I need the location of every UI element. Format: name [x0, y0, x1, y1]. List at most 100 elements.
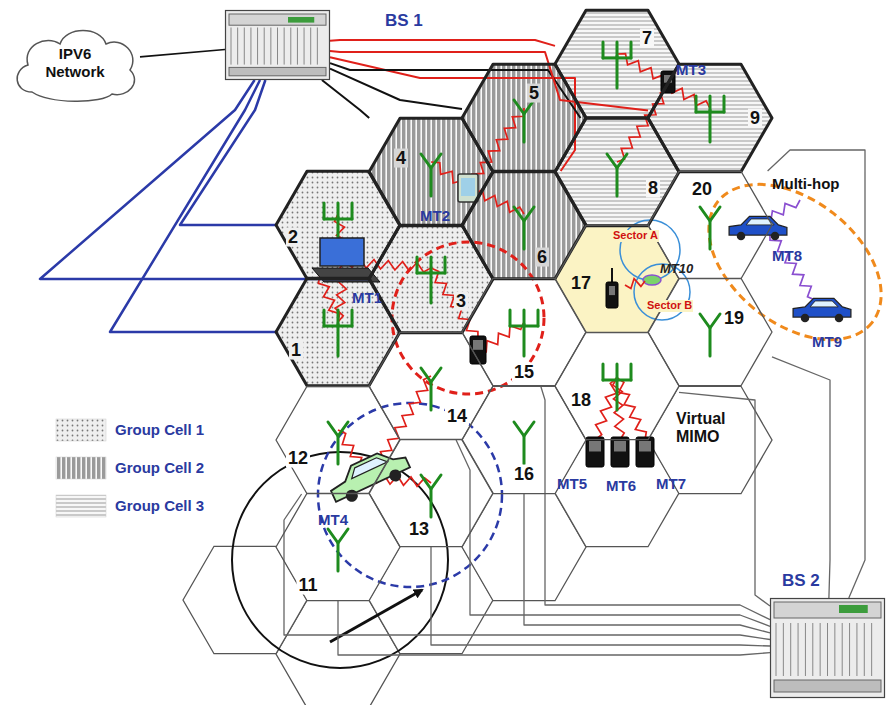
rack-frame [771, 599, 885, 698]
cell-number: 19 [722, 309, 746, 328]
antenna-element [700, 314, 720, 328]
cell-number: 17 [569, 274, 593, 293]
cell-hexagon: 12 [276, 386, 400, 494]
antenna-element [523, 310, 526, 326]
rack-slot [250, 28, 251, 65]
multihop-region [680, 153, 891, 371]
rack-slot [790, 623, 791, 676]
cell-number: 15 [512, 363, 536, 382]
cell-hexagon: 3 [369, 225, 493, 333]
rack-panel [229, 14, 326, 25]
antenna-symbol [696, 96, 724, 142]
station-label: BS 2 [782, 572, 820, 590]
backhaul-wire [322, 80, 369, 118]
antenna-element [328, 422, 348, 436]
rack-slot [284, 28, 285, 65]
cell-outline [555, 332, 679, 440]
cell-hexagon: 13 [369, 439, 493, 547]
antenna-symbol [328, 422, 348, 464]
rack-slot [805, 623, 806, 676]
tablet-screen [461, 178, 475, 196]
rack-slot [317, 28, 318, 65]
backhaul-wire [110, 80, 276, 332]
cell-number: 1 [289, 341, 303, 360]
antenna-element [602, 42, 605, 58]
antenna-element [514, 422, 534, 436]
sector-label: Sector B [646, 300, 693, 312]
cell-hexagon: 15 [462, 278, 586, 386]
base-station-rack: BS 2 [770, 598, 885, 698]
vehicle-window [348, 454, 387, 478]
antenna-element [709, 96, 712, 112]
cell-number: 5 [527, 84, 541, 103]
antenna-mast [430, 382, 433, 410]
antenna-element [537, 310, 540, 326]
rack-slot [798, 623, 799, 676]
cell-outline [555, 118, 679, 226]
cell-number: 18 [569, 391, 593, 410]
antenna-element [723, 96, 726, 112]
swatch-fill [56, 457, 106, 479]
cell-hexagon: 6 [462, 171, 586, 279]
vehicle-terminal [729, 216, 787, 240]
antenna-symbol [510, 310, 538, 356]
antenna-symbol [514, 207, 534, 249]
antenna-symbol [514, 422, 534, 464]
backhaul-wire [180, 80, 276, 225]
rack-drawing [770, 598, 885, 698]
cell-hexagon: 14 [369, 332, 493, 440]
antenna-symbol [603, 42, 631, 88]
base-station-rack: BS 1 [225, 10, 330, 80]
antenna-symbol [421, 475, 441, 517]
network-label: IPV6 Network [33, 45, 117, 80]
terminal-phone [606, 282, 618, 308]
antenna-mast [709, 110, 712, 142]
antenna-element [700, 207, 720, 221]
backhaul-wire [330, 40, 555, 46]
cell-number: 7 [640, 29, 654, 48]
cell-outline [369, 332, 493, 440]
cell-hexagon: 18 [555, 332, 679, 440]
vehicle-wheel [835, 314, 844, 323]
terminal-phone [586, 437, 604, 467]
terminal-label: MT2 [420, 208, 450, 224]
antenna-element [421, 154, 441, 168]
terminal-screen [473, 340, 483, 350]
vehicle-terminal [325, 443, 413, 508]
rack-slot [812, 623, 813, 676]
note-label: Multi-hop [772, 176, 839, 192]
antenna-symbol [324, 310, 352, 356]
terminal-phone [636, 437, 654, 467]
rack-slot [297, 28, 298, 65]
antenna-mast [523, 324, 526, 356]
radio-link [431, 268, 478, 340]
antenna-element [444, 257, 447, 273]
antenna-element [416, 257, 419, 273]
antenna-mast [616, 378, 619, 410]
antenna-element [695, 96, 698, 112]
vehicle-wheel [344, 488, 360, 504]
terminal-label: MT6 [606, 478, 636, 494]
antenna-element [323, 203, 326, 219]
hex-border [462, 171, 586, 278]
cell-number: 3 [454, 292, 468, 311]
antenna-symbol [417, 257, 445, 303]
hex-border [555, 10, 679, 117]
antenna-mast [337, 324, 340, 356]
cell-outline [648, 278, 772, 386]
rack-slot [776, 623, 777, 676]
cell-number: 8 [646, 179, 660, 198]
sector-label: Sector A [612, 230, 659, 242]
rack-slot [842, 623, 843, 676]
antenna-mast [337, 543, 340, 571]
radio-link [613, 378, 624, 440]
movement-arrow [330, 590, 422, 642]
cell-outline [369, 225, 493, 333]
legend-swatch [55, 456, 107, 480]
hex-border [369, 225, 493, 332]
cell-hexagon: 7 [555, 10, 679, 118]
legend-swatch [55, 418, 107, 442]
rack-drawing [225, 10, 330, 80]
